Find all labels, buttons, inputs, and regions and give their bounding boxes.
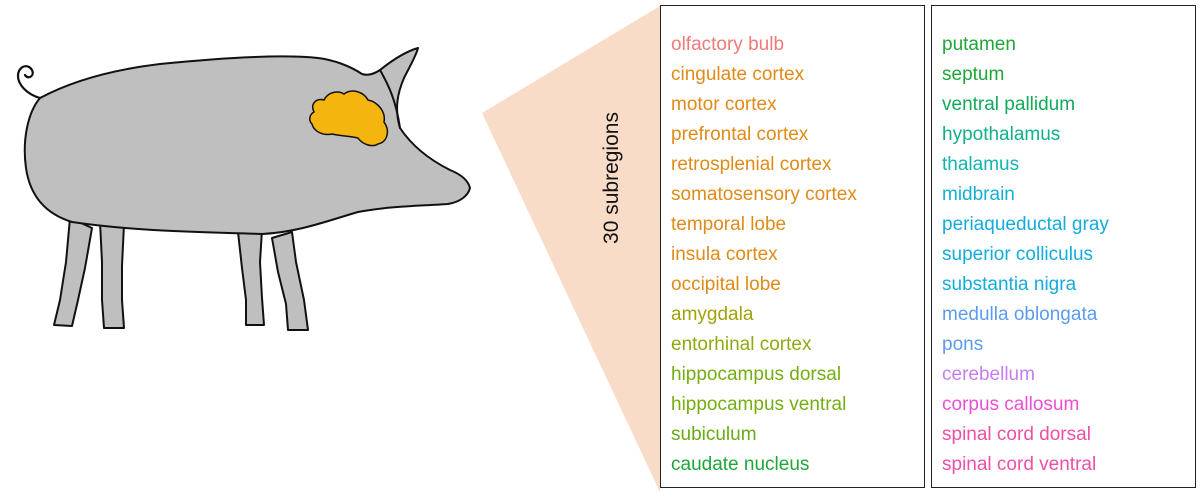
- region-item: olfactory bulb: [671, 30, 924, 60]
- region-item: retrosplenial cortex: [671, 150, 924, 180]
- zoom-wedge-shape: [482, 6, 660, 492]
- region-item: cerebellum: [942, 360, 1195, 390]
- region-item: medulla oblongata: [942, 300, 1195, 330]
- region-item: thalamus: [942, 150, 1195, 180]
- region-item: subiculum: [671, 420, 924, 450]
- pig-tail: [18, 66, 40, 98]
- region-item: corpus callosum: [942, 390, 1195, 420]
- region-item: somatosensory cortex: [671, 180, 924, 210]
- region-item: cingulate cortex: [671, 60, 924, 90]
- region-item: prefrontal cortex: [671, 120, 924, 150]
- pig-body: [25, 48, 470, 234]
- region-item: entorhinal cortex: [671, 330, 924, 360]
- region-item: septum: [942, 60, 1195, 90]
- region-item: periaqueductal gray: [942, 210, 1195, 240]
- region-item: caudate nucleus: [671, 450, 924, 480]
- region-item: spinal cord ventral: [942, 450, 1195, 480]
- pig-back-leg-near: [100, 222, 124, 328]
- region-item: hippocampus ventral: [671, 390, 924, 420]
- region-item: amygdala: [671, 300, 924, 330]
- region-item: pons: [942, 330, 1195, 360]
- pig-front-leg-far: [238, 230, 264, 325]
- pig-front-leg-near: [272, 232, 308, 330]
- region-item: motor cortex: [671, 90, 924, 120]
- region-item: midbrain: [942, 180, 1195, 210]
- region-item: ventral pallidum: [942, 90, 1195, 120]
- region-item: occipital lobe: [671, 270, 924, 300]
- zoom-wedge: [470, 0, 670, 497]
- region-item: temporal lobe: [671, 210, 924, 240]
- region-item: hippocampus dorsal: [671, 360, 924, 390]
- pig-back-leg-far: [54, 218, 92, 326]
- region-item: putamen: [942, 30, 1195, 60]
- region-item: spinal cord dorsal: [942, 420, 1195, 450]
- region-item: insula cortex: [671, 240, 924, 270]
- region-item: substantia nigra: [942, 270, 1195, 300]
- region-item: superior colliculus: [942, 240, 1195, 270]
- pig-illustration: [0, 0, 500, 497]
- pig-silhouette: [18, 48, 470, 330]
- region-item: hypothalamus: [942, 120, 1195, 150]
- subregion-count-label: 30 subregions: [600, 112, 624, 244]
